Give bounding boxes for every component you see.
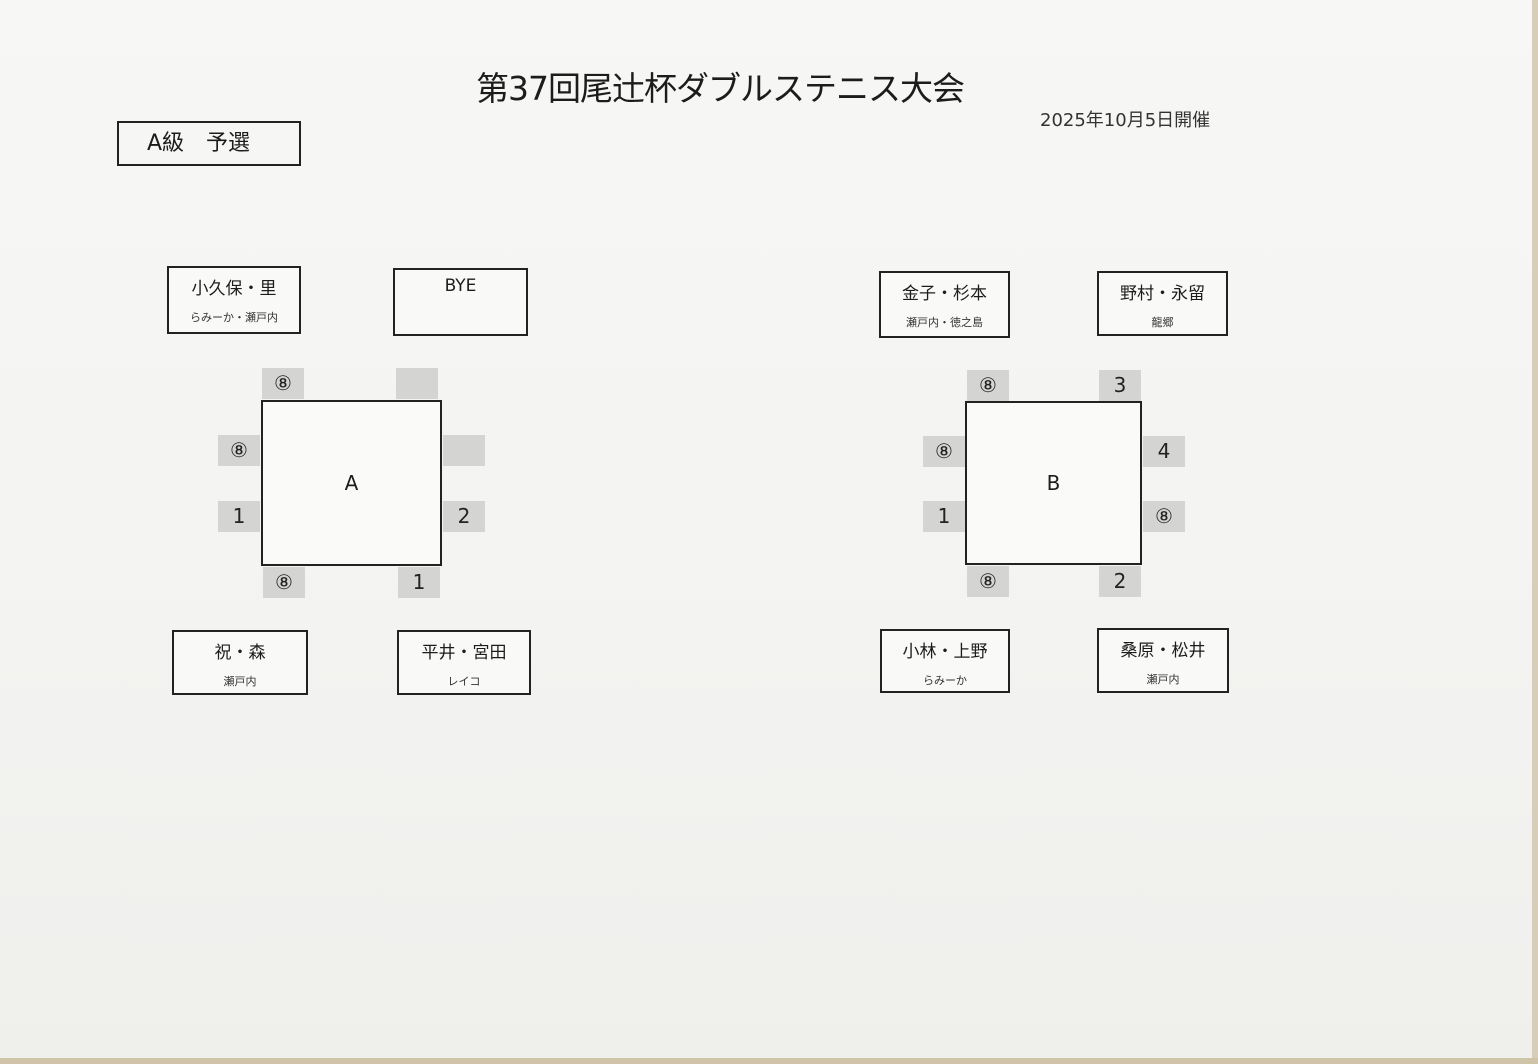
team-name: 小林・上野 xyxy=(902,642,988,662)
team-a2: BYE xyxy=(393,268,528,336)
score-cell: ⑧ xyxy=(262,368,304,399)
team-club: 瀬戸内・徳之島 xyxy=(906,316,983,329)
team-name: 金子・杉本 xyxy=(902,284,987,304)
team-club: らみーか・瀬戸内 xyxy=(190,311,278,324)
team-club: 龍郷 xyxy=(1151,316,1174,329)
team-b3: 小林・上野 らみーか xyxy=(880,629,1010,693)
team-name: 平井・宮田 xyxy=(421,643,507,663)
paper-edge xyxy=(1532,0,1538,1064)
score-cell: 2 xyxy=(443,501,485,532)
score-cell: ⑧ xyxy=(967,566,1009,597)
score-cell: ⑧ xyxy=(923,436,965,467)
group-b-grid: B xyxy=(965,401,1142,565)
score-cell: ⑧ xyxy=(218,435,260,466)
score-cell: 2 xyxy=(1099,566,1141,597)
score-cell: 3 xyxy=(1099,370,1141,401)
team-a1: 小久保・里 らみーか・瀬戸内 xyxy=(167,266,301,334)
score-cell: ⑧ xyxy=(967,370,1009,401)
tournament-title: 第37回尾辻杯ダブルステニス大会 xyxy=(476,69,965,108)
team-name: 小久保・里 xyxy=(191,279,277,299)
team-name: 祝・森 xyxy=(214,643,266,663)
group-label: B xyxy=(1046,471,1061,495)
score-cell xyxy=(443,435,485,466)
table-surface xyxy=(0,1058,1538,1064)
score-cell: ⑧ xyxy=(1143,501,1185,532)
team-club: らみーか xyxy=(923,674,967,687)
team-name: 野村・永留 xyxy=(1120,284,1205,304)
team-club: レイコ xyxy=(447,675,481,688)
team-club: 瀬戸内 xyxy=(223,675,257,688)
team-b1: 金子・杉本 瀬戸内・徳之島 xyxy=(879,271,1010,338)
score-cell xyxy=(396,368,438,399)
team-a4: 平井・宮田 レイコ xyxy=(397,630,531,695)
team-name: BYE xyxy=(444,276,477,296)
score-cell: ⑧ xyxy=(263,567,305,598)
team-a3: 祝・森 瀬戸内 xyxy=(172,630,308,695)
team-name: 桑原・松井 xyxy=(1120,641,1206,661)
team-club: 瀬戸内 xyxy=(1146,673,1180,686)
score-cell: 4 xyxy=(1143,436,1185,467)
score-cell: 1 xyxy=(218,501,260,532)
team-b4: 桑原・松井 瀬戸内 xyxy=(1097,628,1229,693)
group-label: A xyxy=(344,471,359,495)
team-b2: 野村・永留 龍郷 xyxy=(1097,271,1228,336)
group-a-grid: A xyxy=(261,400,442,566)
score-cell: 1 xyxy=(398,567,440,598)
event-date: 2025年10月5日開催 xyxy=(1040,110,1211,131)
class-label: A級 予選 xyxy=(117,121,301,166)
score-cell: 1 xyxy=(923,501,965,532)
